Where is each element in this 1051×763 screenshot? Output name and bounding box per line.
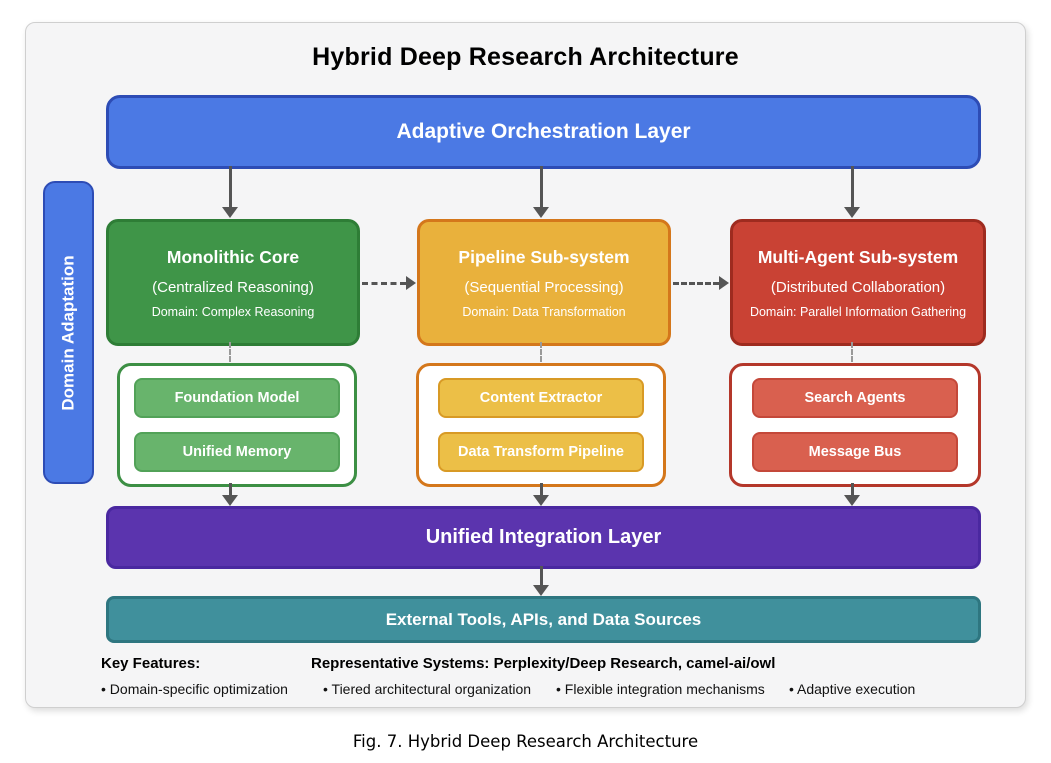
unified-integration-layer-box: Unified Integration Layer	[106, 506, 981, 569]
data-transform-pipeline-chip: Data Transform Pipeline	[438, 432, 644, 472]
unified-integration-layer-label: Unified Integration Layer	[425, 526, 662, 548]
multiagent-subsystem-domain: Domain: Parallel Information Gathering	[749, 304, 967, 319]
dashed-connector-multiagent	[851, 342, 853, 362]
monolithic-core-domain: Domain: Complex Reasoning	[151, 304, 315, 319]
unified-memory-chip: Unified Memory	[134, 432, 340, 472]
arrow-integration-to-external	[532, 566, 550, 596]
pipeline-components-container: Content Extractor Data Transform Pipelin…	[416, 363, 666, 487]
bullet-flexible-integration-mechanisms: • Flexible integration mechanisms	[556, 681, 765, 697]
message-bus-chip: Message Bus	[752, 432, 958, 472]
external-tools-label: External Tools, APIs, and Data Sources	[385, 609, 702, 629]
content-extractor-chip: Content Extractor	[438, 378, 644, 418]
monolithic-core-box: Monolithic Core (Centralized Reasoning) …	[106, 219, 360, 346]
external-tools-box: External Tools, APIs, and Data Sources	[106, 596, 981, 643]
arrow-monolithic-to-integration	[221, 483, 239, 506]
message-bus-label: Message Bus	[808, 444, 902, 460]
multiagent-components-container: Search Agents Message Bus	[729, 363, 981, 487]
bullet-tiered-architectural-organization: • Tiered architectural organization	[323, 681, 532, 697]
data-transform-pipeline-label: Data Transform Pipeline	[458, 444, 624, 460]
domain-adaptation-label: Domain Adaptation	[58, 254, 78, 411]
adaptive-orchestration-layer-label: Adaptive Orchestration Layer	[396, 120, 691, 143]
foundation-model-label: Foundation Model	[174, 390, 300, 406]
bullet-domain-specific-optimization: • Domain-specific optimization	[101, 681, 288, 697]
dashed-arrow-monolithic-to-pipeline	[362, 275, 416, 291]
arrow-orchestration-to-monolithic	[221, 166, 239, 218]
key-features-heading: Key Features:	[101, 655, 201, 672]
adaptive-orchestration-layer-box: Adaptive Orchestration Layer	[106, 95, 981, 169]
multiagent-subsystem-subtitle: (Distributed Collaboration)	[770, 278, 946, 296]
multiagent-subsystem-box: Multi-Agent Sub-system (Distributed Coll…	[730, 219, 986, 346]
monolithic-core-title: Monolithic Core	[166, 246, 300, 267]
domain-adaptation-box: Domain Adaptation	[43, 181, 94, 484]
representative-systems-heading: Representative Systems: Perplexity/Deep …	[311, 655, 776, 672]
content-extractor-label: Content Extractor	[479, 390, 603, 406]
dashed-connector-pipeline	[540, 342, 542, 362]
dashed-connector-monolithic	[229, 342, 231, 362]
foundation-model-chip: Foundation Model	[134, 378, 340, 418]
arrow-pipeline-to-integration	[532, 483, 550, 506]
arrow-orchestration-to-pipeline	[532, 166, 550, 218]
diagram-title: Hybrid Deep Research Architecture	[312, 43, 739, 71]
bullet-adaptive-execution: • Adaptive execution	[789, 681, 916, 697]
pipeline-subsystem-title: Pipeline Sub-system	[458, 246, 630, 267]
pipeline-subsystem-box: Pipeline Sub-system (Sequential Processi…	[417, 219, 671, 346]
monolithic-core-subtitle: (Centralized Reasoning)	[152, 278, 314, 296]
figure-caption: Fig. 7. Hybrid Deep Research Architectur…	[352, 732, 699, 751]
unified-memory-label: Unified Memory	[182, 444, 292, 460]
search-agents-chip: Search Agents	[752, 378, 958, 418]
diagram-frame: Hybrid Deep Research Architecture Adapti…	[25, 22, 1026, 708]
arrow-orchestration-to-multiagent	[843, 166, 861, 218]
arrow-multiagent-to-integration	[843, 483, 861, 506]
pipeline-subsystem-domain: Domain: Data Transformation	[462, 304, 626, 319]
multiagent-subsystem-title: Multi-Agent Sub-system	[757, 246, 959, 267]
monolithic-components-container: Foundation Model Unified Memory	[117, 363, 357, 487]
dashed-arrow-pipeline-to-multiagent	[673, 275, 729, 291]
pipeline-subsystem-subtitle: (Sequential Processing)	[464, 278, 624, 296]
search-agents-label: Search Agents	[804, 390, 906, 406]
